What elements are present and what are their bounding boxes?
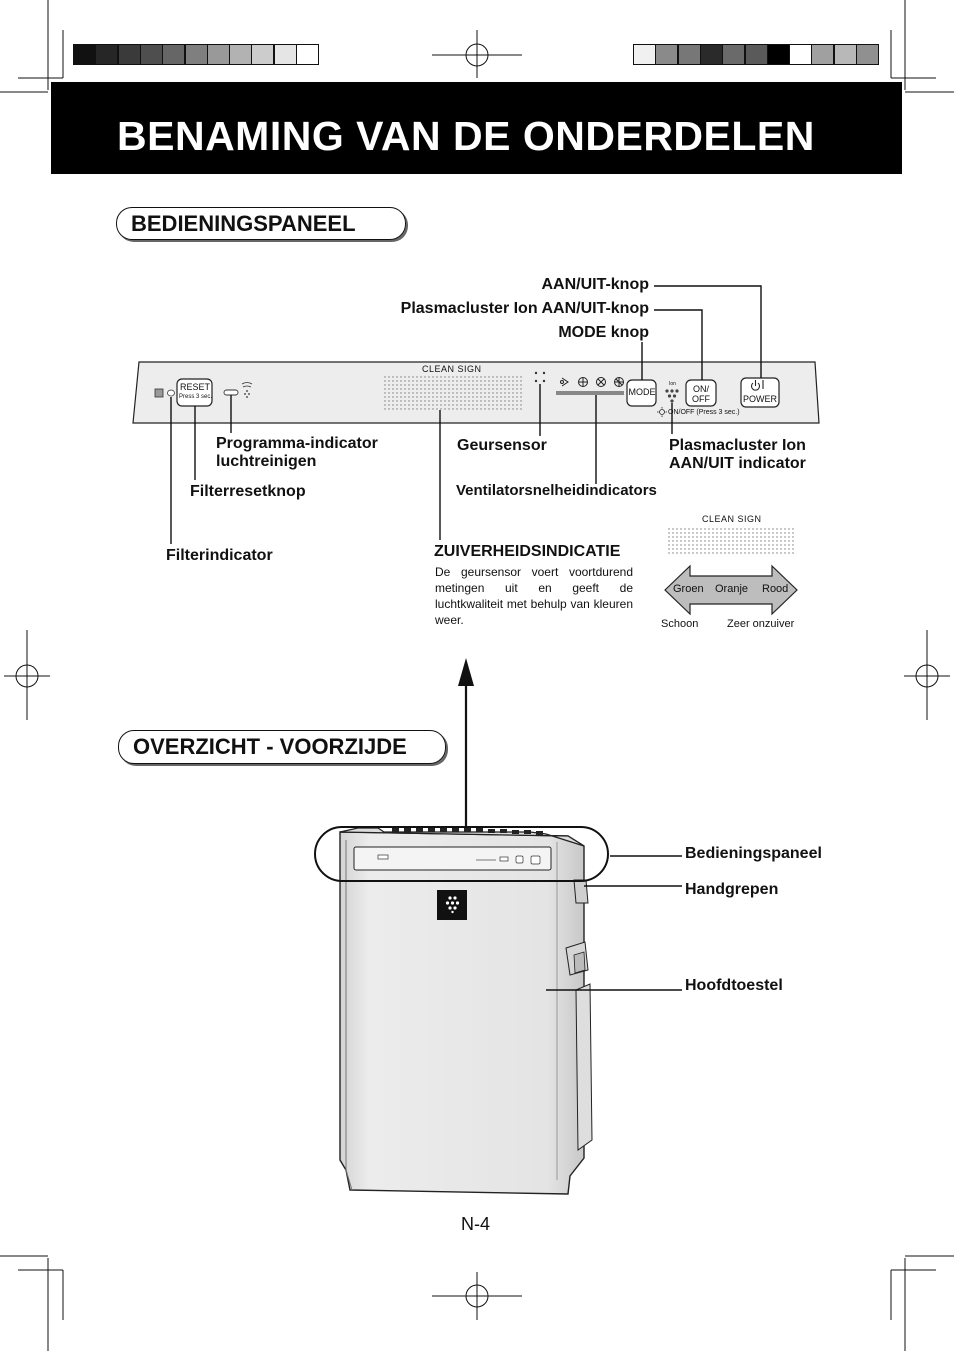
legend-clean-sign: CLEAN SIGN (702, 514, 762, 524)
purity-description: De geursensor voert voortdurend metingen… (435, 565, 633, 627)
label-program-indicator: Programma-indicator luchtreinigen (216, 435, 378, 470)
up-arrow (458, 658, 474, 826)
brand-logo (437, 890, 467, 920)
leader-lines (170, 285, 762, 544)
air-purifier-drawing (314, 826, 609, 1195)
label-filter-indicator: Filterindicator (166, 547, 273, 564)
onoff-hint: ON/OFF (Press 3 sec.) (668, 409, 740, 416)
label-fan-speed: Ventilatorsnelheidindicators (456, 482, 657, 499)
power-button[interactable]: POWER (742, 394, 777, 404)
filter-indicator-icon (154, 388, 164, 398)
legend-red: Rood (762, 583, 789, 595)
section-heading-control-panel: BEDIENINGSPANEEL (116, 207, 406, 240)
label-plasmacluster-button: Plasmacluster Ion AAN/UIT-knop (400, 300, 649, 317)
purity-heading: ZUIVERHEIDSINDICATIE (434, 543, 621, 560)
color-swatch (856, 44, 879, 65)
label-control-panel: Bedieningspaneel (685, 845, 822, 862)
legend-clean: Schoon (661, 618, 699, 630)
section-heading-front-view: OVERZICHT - VOORZIJDE (118, 730, 446, 764)
fan-speed-icons (560, 377, 624, 387)
odor-sensor-dots (534, 371, 546, 383)
mode-button[interactable]: MODE (628, 387, 656, 397)
power-icon (750, 380, 764, 391)
page-number: N-4 (461, 1214, 491, 1234)
registration-marks (4, 30, 950, 1320)
purity-legend-drawing (664, 526, 798, 616)
ion-label: Ion (669, 381, 676, 387)
legend-dirty: Zeer onzuiver (727, 618, 795, 630)
page-title: BENAMING VAN DE ONDERDELEN (117, 113, 815, 159)
reset-button[interactable]: RESET Press 3 sec. (179, 382, 213, 401)
front-leader-lines (546, 855, 682, 991)
label-plasmacluster-indicator: Plasmacluster Ion AAN/UIT indicator (669, 437, 806, 472)
legend-green: Groen (673, 583, 704, 595)
clean-sign-label: CLEAN SIGN (422, 364, 482, 374)
label-odor-sensor: Geursensor (457, 437, 547, 454)
label-main-unit: Hoofdtoestel (685, 977, 783, 994)
ion-onoff-button[interactable]: ON/ OFF (692, 384, 710, 404)
label-filter-reset: Filterresetknop (190, 483, 306, 500)
clean-sign-area (382, 376, 524, 410)
control-panel-drawing (132, 361, 820, 424)
label-on-off-button: AAN/UIT-knop (541, 276, 649, 293)
fan-program-icon (241, 382, 253, 388)
program-indicator-lamp (223, 389, 239, 396)
label-handles: Handgrepen (685, 881, 779, 898)
ion-indicator-dots (665, 389, 679, 403)
color-swatch (296, 44, 319, 65)
label-mode-button: MODE knop (558, 324, 649, 341)
page-title-bar: BENAMING VAN DE ONDERDELEN (51, 82, 902, 174)
legend-orange: Oranje (715, 583, 749, 595)
fan-speed-bar (556, 391, 624, 395)
